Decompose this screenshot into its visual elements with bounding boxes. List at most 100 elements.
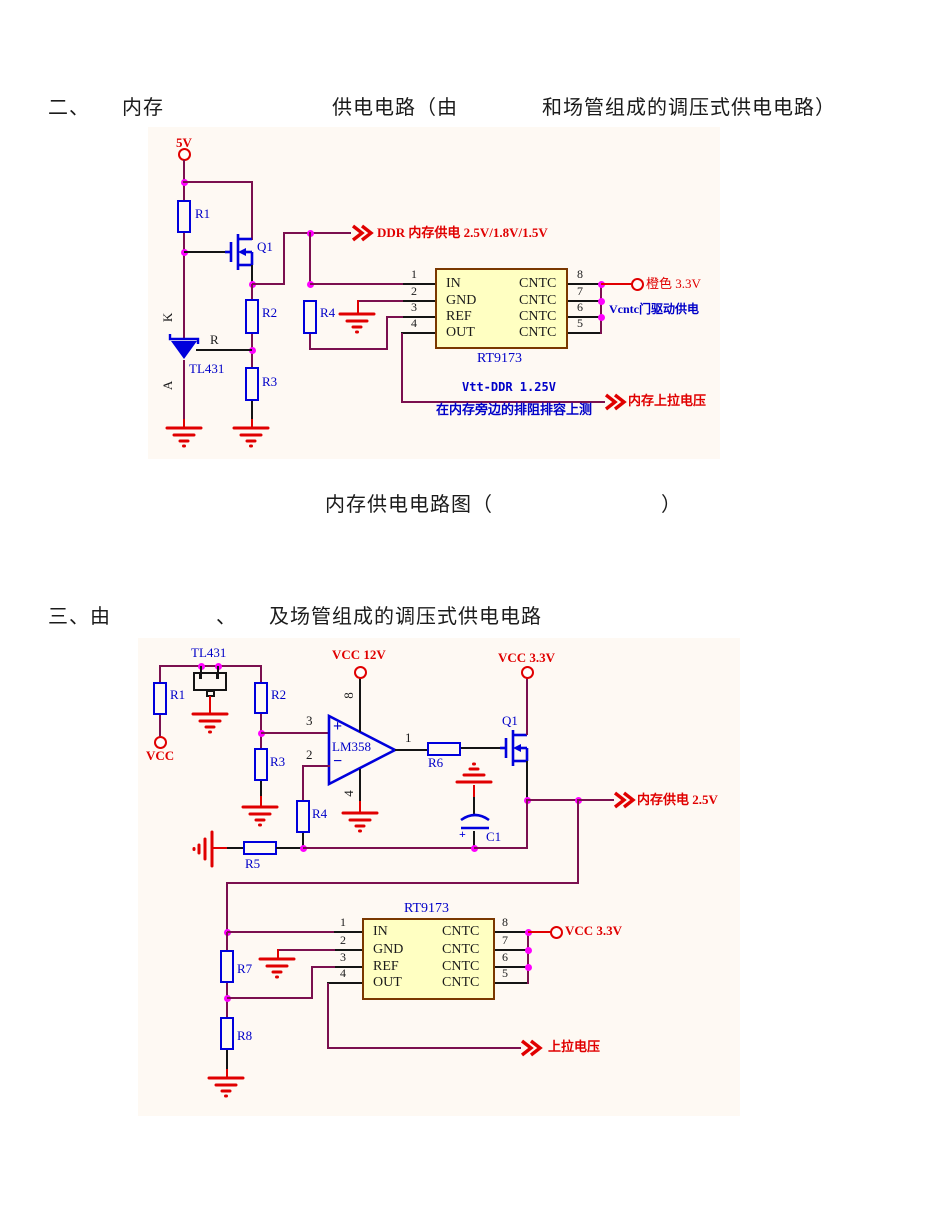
ic-pin-label: IN — [373, 924, 388, 939]
pin-number: 6 — [577, 300, 583, 314]
tl431-k-label: K — [160, 312, 176, 323]
pin-number: 3 — [306, 713, 313, 728]
wire — [473, 797, 475, 816]
ground-icon — [338, 312, 376, 334]
resistor-r2 — [245, 299, 259, 334]
output-arrow-icon — [351, 224, 374, 242]
resistor-r8 — [220, 1017, 234, 1050]
wire — [357, 300, 404, 302]
pin-number: 7 — [577, 284, 583, 298]
wire — [217, 666, 219, 673]
wire — [226, 882, 579, 884]
pin-stub — [403, 316, 435, 318]
ground-icon — [192, 830, 214, 868]
wire — [251, 401, 253, 420]
vtt-label: Vtt-DDR 1.25V — [462, 380, 556, 394]
wire — [260, 666, 262, 682]
pin-number: 4 — [340, 790, 356, 797]
wire — [251, 181, 253, 240]
tl431-icon — [168, 334, 200, 359]
wire — [226, 932, 228, 950]
wire — [527, 931, 529, 984]
resistor-r2-label: R2 — [262, 305, 278, 320]
section-heading-3: 三、由 、 及场管组成的调压式供电电路 — [48, 606, 542, 628]
pullup-output-label: 内存上拉电压 — [628, 393, 707, 408]
wire — [159, 666, 161, 682]
terminal-vcc12 — [354, 666, 367, 679]
pin-number: 2 — [411, 284, 417, 298]
ground-stem — [473, 785, 475, 798]
wire — [526, 799, 528, 849]
wire — [474, 847, 528, 849]
resistor-r3 — [254, 748, 268, 781]
resistor-r4 — [296, 800, 310, 833]
ic-name-label: RT9173 — [404, 901, 450, 916]
ic-pin-label: REF — [373, 959, 399, 974]
pin-stub — [568, 332, 601, 334]
pin-stub — [568, 316, 601, 318]
pin-stub — [334, 931, 362, 933]
pin-number: 8 — [502, 915, 508, 929]
wire — [327, 1047, 521, 1049]
svg-text:+: + — [459, 827, 466, 838]
ic-rt9173 — [362, 918, 495, 1000]
pin-stub — [334, 949, 362, 951]
ic-pin-label: GND — [373, 942, 404, 957]
wire — [251, 265, 253, 285]
junction-dot — [598, 298, 605, 305]
resistor-r6 — [427, 742, 461, 756]
output-arrow-icon — [520, 1039, 543, 1057]
ic-pin-label: CNTC — [519, 276, 557, 291]
supply-5v-label: 5V — [176, 135, 192, 150]
pin-stub — [495, 931, 528, 933]
wire — [395, 749, 428, 751]
wire — [327, 983, 329, 1049]
resistor-r4-label: R4 — [320, 305, 336, 320]
ground-icon — [258, 957, 296, 979]
wire — [359, 678, 361, 732]
wire — [226, 1050, 228, 1071]
pin-number: 3 — [340, 950, 346, 964]
wire — [386, 316, 404, 318]
wire — [578, 799, 614, 801]
pin-number: 1 — [411, 267, 417, 281]
wire — [184, 251, 225, 253]
wire — [311, 967, 313, 999]
wire — [260, 781, 262, 797]
ic-pin-label: OUT — [373, 975, 402, 990]
ground-stem — [211, 847, 228, 849]
pin-stub — [401, 332, 435, 334]
ic-pin-label: CNTC — [519, 325, 557, 340]
mem-output-label: 内存供电 2.5V — [637, 792, 718, 807]
wire — [401, 401, 605, 403]
resistor-r7-label: R7 — [237, 961, 253, 976]
ic-pin-label: GND — [446, 293, 477, 308]
capacitor-c1-label: C1 — [486, 829, 502, 844]
resistor-r6-label: R6 — [428, 755, 444, 770]
resistor-r2 — [254, 682, 268, 714]
ground-stem — [251, 419, 253, 427]
wire — [577, 799, 579, 884]
wire — [276, 847, 304, 849]
junction-dot — [525, 947, 532, 954]
pin-stub — [495, 949, 528, 951]
tl431-label: TL431 — [191, 645, 227, 660]
ic-pin-label: CNTC — [519, 309, 557, 324]
tl431-r-label: R — [210, 332, 219, 347]
opamp-name-label: LM358 — [332, 739, 371, 754]
terminal-vcc33-right — [550, 926, 563, 939]
ic-pin-label: OUT — [446, 325, 475, 340]
ic-pin-label: REF — [446, 309, 472, 324]
wire — [283, 232, 351, 234]
tl431-label: TL431 — [189, 361, 225, 376]
pin-number: 8 — [577, 267, 583, 281]
junction-dot — [525, 964, 532, 971]
wire — [183, 360, 185, 420]
wire — [251, 284, 253, 299]
pin-number: 1 — [405, 730, 412, 745]
pin-stub — [334, 966, 362, 968]
wire — [302, 833, 304, 849]
tl431-a-label: A — [160, 380, 176, 391]
wire — [227, 997, 313, 999]
wire — [302, 766, 304, 801]
